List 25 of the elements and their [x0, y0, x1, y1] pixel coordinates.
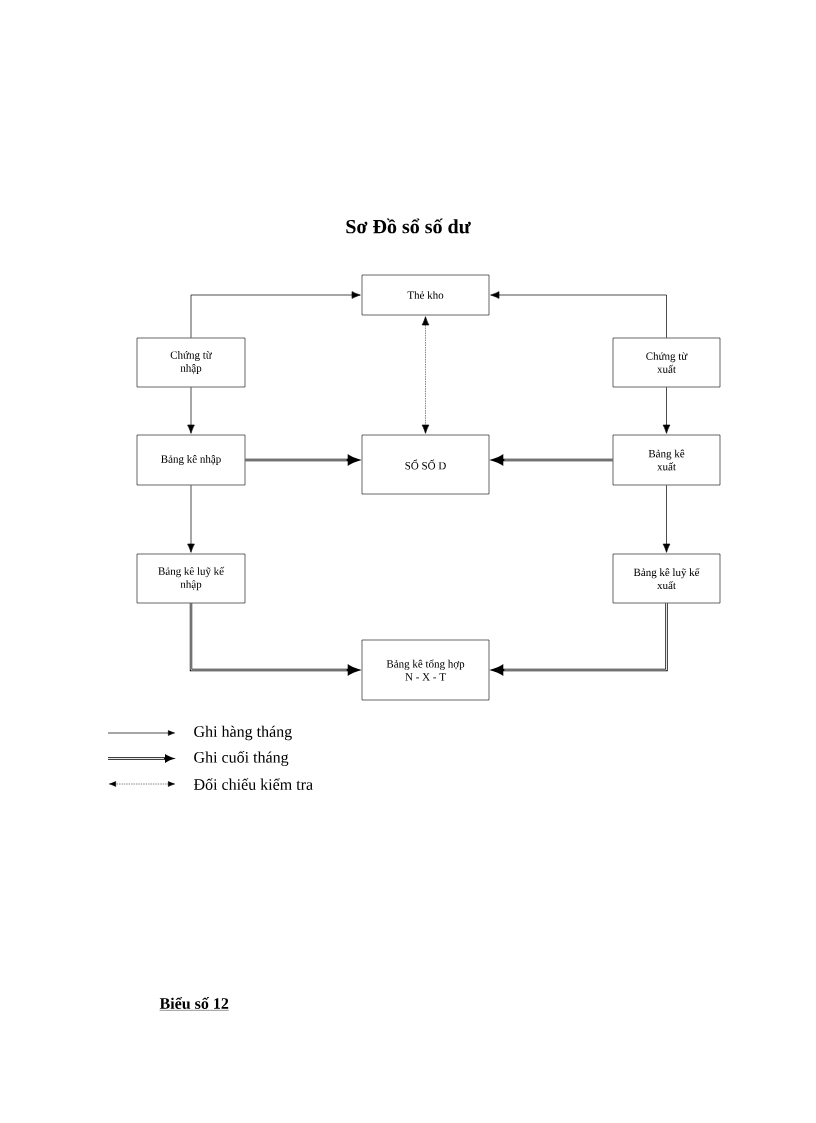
- process-box: Bảng kê xuất: [612, 434, 721, 486]
- arrow: [492, 455, 614, 465]
- process-box: Thẻ kho: [361, 274, 490, 316]
- figure-number: Biểu số 12: [159, 997, 230, 1011]
- process-box: Bảng kê luỹ kế nhập: [136, 553, 246, 604]
- process-box: Chứng từ nhập: [136, 337, 246, 388]
- legend-text: Ghi cuối tháng: [194, 751, 289, 766]
- arrow: [421, 316, 430, 434]
- arrow: [662, 484, 671, 553]
- process-box: SỔ SỐ D: [361, 434, 490, 495]
- arrow: [490, 291, 667, 339]
- arrow: [190, 291, 361, 339]
- arrow: [662, 386, 671, 434]
- process-box: Bảng kê luỹ kế xuất: [612, 553, 721, 604]
- legend-text: Đối chiếu kiểm tra: [193, 778, 313, 790]
- process-box: Bảng kê nhập: [136, 434, 246, 486]
- process-box: Chứng từ xuất: [612, 337, 721, 388]
- arrow: [187, 386, 195, 434]
- arrow: [492, 602, 668, 675]
- arrow: [187, 484, 195, 553]
- legend-text: Ghi hàng tháng: [194, 725, 292, 741]
- arrow: [244, 455, 359, 465]
- title: Sơ Đồ sổ số dư: [346, 218, 471, 234]
- arrow: [189, 602, 359, 675]
- process-box: Bảng kê tổng hợp N - X - T: [361, 639, 490, 701]
